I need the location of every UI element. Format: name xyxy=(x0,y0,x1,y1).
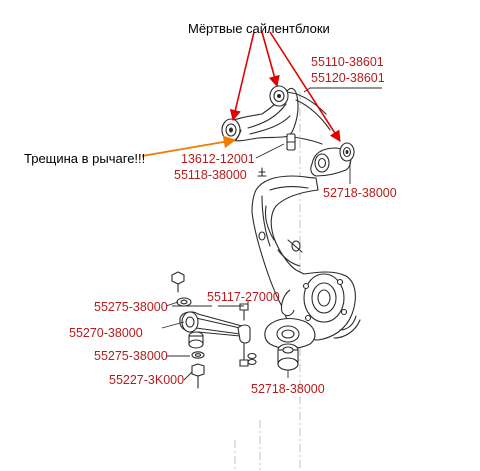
part-number-upper-arm-b: 55120-38601 xyxy=(311,71,385,85)
part-number-upper-arm-a: 55110-38601 xyxy=(311,55,384,69)
arm-crack-label: Трещина в рычаге!!! xyxy=(24,151,145,166)
leader-lines xyxy=(161,87,382,381)
part-number-link-bushing-bottom: 55275-38000 xyxy=(94,349,168,363)
part-number-bolt: 55227-3K000 xyxy=(109,373,184,387)
part-number-bushing-lower: 52718-38000 xyxy=(251,382,325,396)
dead-bushings-label: Мёртвые сайлентблоки xyxy=(188,21,330,36)
part-number-bushing-kit: 13612-12001 xyxy=(181,152,255,166)
crack-arrow xyxy=(141,135,237,157)
part-number-upper-ball-joint: 55118-38000 xyxy=(174,168,247,182)
part-number-trailing-arm: 55270-38000 xyxy=(69,326,143,340)
stabilizer-link-assembly xyxy=(171,271,251,389)
part-number-stab-link: 55117-27000 xyxy=(207,290,280,304)
lower-bushing xyxy=(247,343,299,371)
part-number-bushing-upper-rear: 52718-38000 xyxy=(323,186,397,200)
part-number-link-bushing-top: 55275-38000 xyxy=(94,300,168,314)
dead-bushing-arrows xyxy=(229,31,341,142)
steering-knuckle xyxy=(251,142,361,350)
